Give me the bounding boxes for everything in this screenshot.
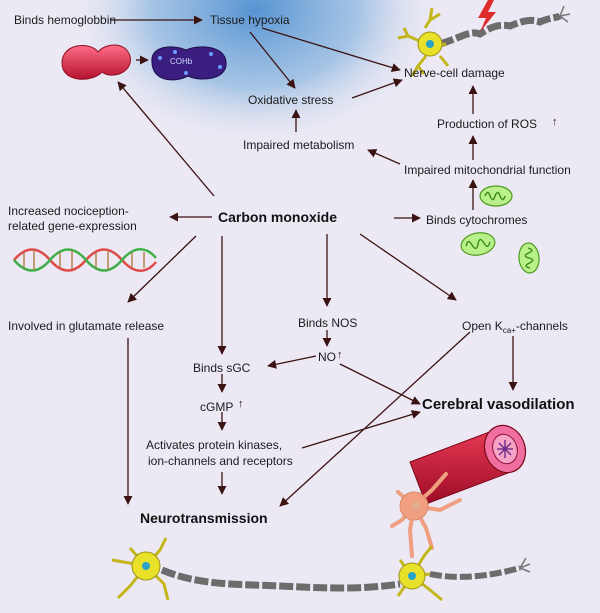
carbon-monoxide-label: Carbon monoxide [218, 209, 338, 225]
arrow-mito-metabolism [367, 149, 401, 165]
protein-kinases-line2: ion-channels and receptors [148, 454, 293, 468]
blue-glow-background [65, 0, 445, 150]
no-increase-arrow: ↑ [337, 349, 343, 361]
nerve-cell-damage-label: Nerve-cell damage [404, 66, 505, 80]
no-label: NO [318, 350, 336, 364]
arrow-hypoxia-nervedamage [261, 27, 401, 72]
cgmp-label: cGMP [200, 400, 234, 414]
arrow-hypoxia-oxidative [249, 31, 296, 89]
cgmp-increase-arrow: ↑ [238, 398, 244, 410]
protein-kinases-line1: Activates protein kinases, [146, 438, 283, 452]
arrow-co-kchannels [359, 233, 457, 301]
open-k-text: Open K [462, 319, 503, 333]
cerebral-vasodilation-label: Cerebral vasodilation [422, 396, 575, 413]
tissue-hypoxia-label: Tissue hypoxia [210, 13, 290, 27]
k-subscript: ca+ [502, 326, 516, 335]
damaged-neuron-icon [397, 0, 571, 77]
oxidative-stress-label: Oxidative stress [248, 93, 334, 107]
mitochondria-icon [460, 185, 540, 274]
cohb-cell-icon [151, 46, 227, 81]
arrow-co-glutamate [127, 235, 197, 303]
dna-helix-icon [13, 248, 157, 272]
binds-nos-label: Binds NOS [298, 316, 358, 330]
blood-vessel-icon [409, 424, 527, 505]
channels-text: -channels [515, 319, 568, 333]
binds-cytochromes-label: Binds cytochromes [426, 213, 528, 227]
neurotransmission-label: Neurotransmission [140, 510, 268, 526]
nociception-label-line1: Increased nociception- [8, 204, 129, 218]
binds-sgc-label: Binds sGC [193, 361, 251, 375]
arrow-kchannels-neurotransmission [279, 331, 471, 507]
open-k-channels-label: Open Kca+-channels [462, 319, 568, 338]
arrow-no-vasodilation [339, 363, 421, 405]
arrow-kinases-vasodilation [301, 410, 421, 449]
production-ros-label: Production of ROS [437, 117, 538, 131]
arrow-co-rbc [117, 81, 215, 197]
impaired-metabolism-label: Impaired metabolism [243, 138, 355, 152]
arrow-oxidative-nervedamage [351, 78, 403, 99]
impaired-mito-label: Impaired mitochondrial function [404, 163, 571, 177]
arrows [110, 15, 518, 507]
arrow-no-sgc [267, 355, 317, 369]
binds-hemoglobin-label: Binds hemoglobbin [14, 13, 117, 27]
cohb-label: COHb [170, 57, 193, 66]
ros-increase-arrow: ↑ [552, 116, 558, 128]
astrocyte-icon [390, 472, 462, 558]
red-blood-cell-icon [61, 44, 131, 80]
neurons-network-icon [111, 537, 531, 602]
nociception-label-line2: related gene-expression [8, 219, 137, 233]
glutamate-label: Involved in glutamate release [8, 319, 165, 333]
